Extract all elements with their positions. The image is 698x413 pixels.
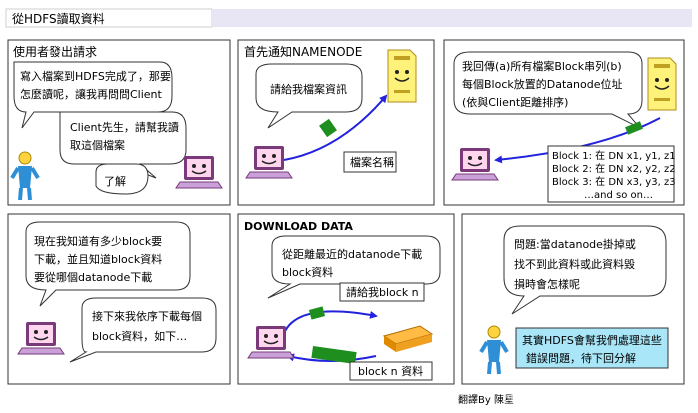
reply-arrow: [494, 117, 661, 164]
reply-bubble-text: 了解: [104, 174, 126, 188]
question-line-2: 找不到此資料或此資料毀: [514, 257, 635, 271]
namenode-reply-line-3: (依與Client距離排序): [462, 95, 568, 109]
footer-credit: 翻譯By 陳星: [458, 393, 514, 406]
answer-note-line-2: 錯誤問題，待下回分解: [526, 351, 636, 365]
block-list-line-3: Block 3: 在 DN x3, y3, z3: [552, 176, 676, 188]
block-data-packet: [311, 345, 357, 365]
packet-label-box: [343, 151, 397, 173]
download-bubble-line-1: 從距離最近的datanode下載: [282, 247, 422, 261]
block-data-arrow: [286, 353, 377, 362]
block-data-label-box: [349, 361, 433, 381]
question-bubble: [503, 225, 667, 315]
packet-label: 檔案名稱: [350, 155, 394, 169]
reply-bubble: [95, 163, 149, 195]
panel-2-heading: 首先通知NAMENODE: [244, 45, 362, 59]
client-thought-line-3: 要從哪個datanode下載: [34, 271, 152, 284]
block-request-label: 請給我block n: [346, 285, 419, 299]
request-arrow: [283, 94, 388, 161]
panel-5-heading: DOWNLOAD DATA: [244, 220, 353, 233]
namenode-server-icon: [387, 49, 417, 103]
panel-1-heading: 使用者發出請求: [13, 44, 97, 59]
block-data-label: block n 資料: [358, 364, 423, 378]
client-bubble-line-2: 取這個檔案: [70, 138, 125, 152]
namenode-server-icon: [647, 57, 677, 111]
title-bar-fill: [212, 9, 692, 27]
namenode-request-text: 請給我檔案資訊: [270, 82, 347, 96]
block-request-packet: [308, 306, 326, 320]
question-line-1: 問題:當datanode掛掉或: [514, 237, 636, 251]
block-list-line-4: …and so on…: [584, 190, 653, 201]
title-text: 從HDFS讀取資料: [12, 12, 105, 26]
watermark: https://blog.csdn.net/superman1013: [504, 393, 687, 404]
user-bubble-line-2: 怎麼讀呢，讓我再問問Client: [20, 87, 163, 101]
client-thought-line-2: 下載，並且知道block資料: [34, 252, 162, 266]
client-thought-bubble: [25, 221, 191, 307]
block-list-line-2: Block 2: 在 DN x2, y2, z2: [552, 163, 676, 175]
client-plan-bubble: [69, 297, 217, 363]
block-request-label-box: [339, 282, 425, 302]
client-plan-line-1: 接下來我依序下載每個: [92, 309, 202, 323]
download-bubble-line-2: block資料: [282, 265, 333, 279]
answer-note: [515, 327, 669, 369]
block-list-box: [547, 145, 675, 203]
client-plan-line-2: block資料，如下…: [92, 329, 187, 343]
datanode-server-side: [384, 336, 396, 352]
block-list-line-1: Block 1: 在 DN x1, y1, z1: [552, 150, 676, 162]
namenode-reply-line-1: 我回傳(a)所有檔案Block串列(b): [462, 59, 622, 73]
client-bubble-line-1: Client先生，請幫我讀: [70, 120, 179, 134]
question-line-3: 損時會怎樣呢: [514, 277, 580, 291]
metadata-packet: [625, 121, 643, 135]
namenode-reply-bubble: [453, 51, 643, 129]
answer-note-line-1: 其實HDFS會幫我們處理這些: [522, 333, 662, 347]
filename-packet: [319, 118, 337, 138]
client-bubble: [59, 111, 187, 179]
namenode-reply-line-2: 每個Block放置的Datanode位址: [462, 77, 622, 91]
user-bubble-line-1: 寫入檔案到HDFS完成了，那要: [20, 69, 171, 83]
datanode-server-front: [396, 334, 432, 352]
namenode-request-bubble: [255, 63, 363, 129]
client-thought-line-1: 現在我知道有多少block要: [34, 234, 162, 248]
